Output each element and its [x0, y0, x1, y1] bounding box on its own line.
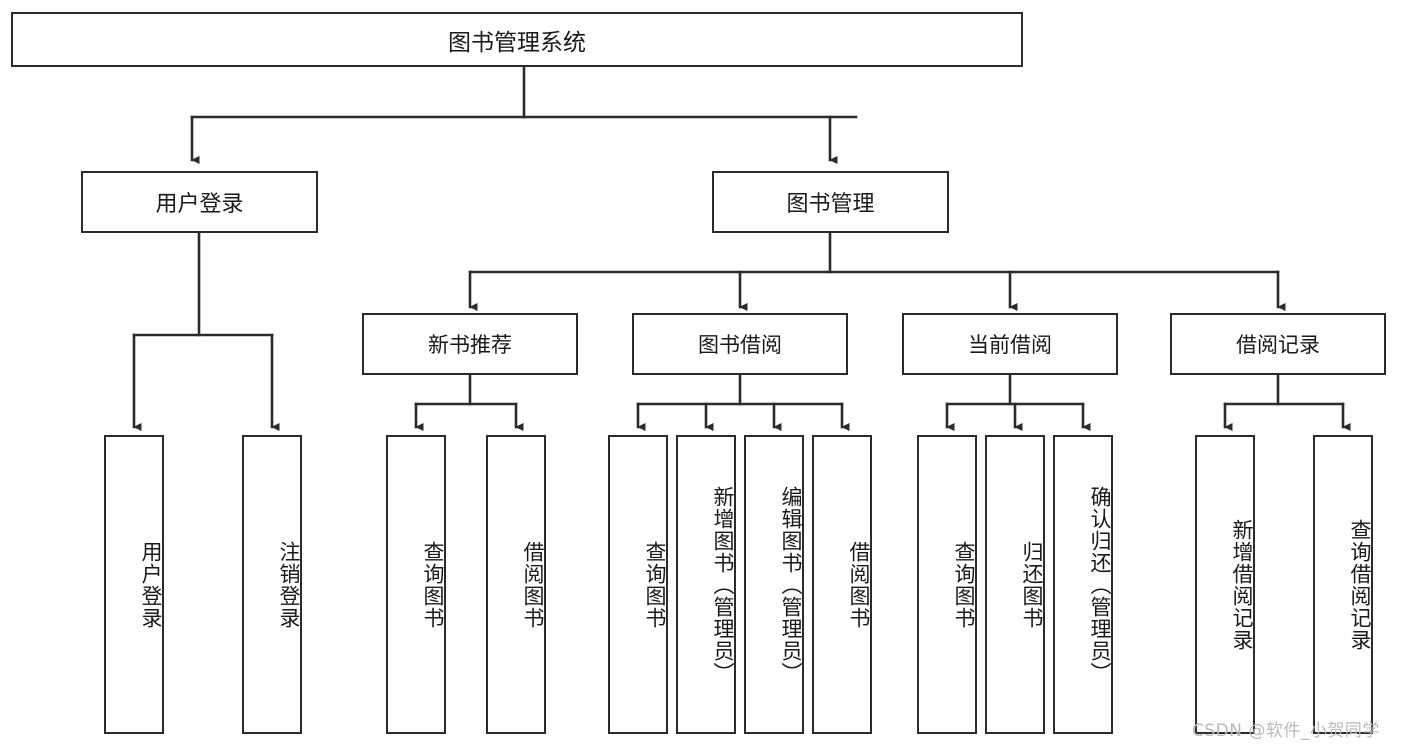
node-user-login[interactable]: 用户登录 [81, 171, 318, 233]
leaf-borrow-book-1-label: 借阅图书 [521, 540, 545, 629]
leaf-borrow-book-2[interactable]: 借阅图书 [812, 435, 872, 734]
leaf-borrow-book-2-label: 借阅图书 [847, 540, 871, 629]
leaf-return-book[interactable]: 归还图书 [985, 435, 1045, 734]
leaf-query-record-label: 查询借阅记录 [1348, 518, 1372, 651]
leaf-confirm-return-label: 确认归还（管理员） [1088, 485, 1112, 684]
leaf-user-login[interactable]: 用户登录 [104, 435, 164, 734]
node-borrow-record-label: 借阅记录 [1236, 333, 1320, 357]
node-current-borrow[interactable]: 当前借阅 [902, 313, 1118, 375]
leaf-query-book-3-label: 查询图书 [952, 540, 976, 629]
leaf-query-book-1[interactable]: 查询图书 [386, 435, 446, 734]
node-new-book-recommend-label: 新书推荐 [428, 333, 512, 357]
leaf-add-record[interactable]: 新增借阅记录 [1195, 435, 1255, 734]
node-borrow-record[interactable]: 借阅记录 [1170, 313, 1386, 375]
leaf-add-book[interactable]: 新增图书（管理员） [676, 435, 736, 734]
leaf-confirm-return[interactable]: 确认归还（管理员） [1053, 435, 1113, 734]
node-book-manage[interactable]: 图书管理 [712, 171, 949, 233]
node-root-label: 图书管理系统 [448, 29, 586, 56]
leaf-edit-book-label: 编辑图书（管理员） [779, 485, 803, 684]
node-new-book-recommend[interactable]: 新书推荐 [362, 313, 578, 375]
leaf-add-record-label: 新增借阅记录 [1230, 518, 1254, 651]
leaf-query-book-1-label: 查询图书 [421, 540, 445, 629]
leaf-query-book-2[interactable]: 查询图书 [608, 435, 668, 734]
csdn-watermark: CSDN @软件_小贺同学 [1192, 721, 1380, 741]
leaf-query-book-2-label: 查询图书 [643, 540, 667, 629]
node-book-borrow-label: 图书借阅 [698, 333, 782, 357]
leaf-user-login-label: 用户登录 [139, 540, 163, 629]
leaf-query-book-3[interactable]: 查询图书 [917, 435, 977, 734]
node-root[interactable]: 图书管理系统 [11, 12, 1023, 67]
leaf-borrow-book-1[interactable]: 借阅图书 [486, 435, 546, 734]
node-current-borrow-label: 当前借阅 [968, 333, 1052, 357]
leaf-return-book-label: 归还图书 [1020, 540, 1044, 629]
leaf-query-record[interactable]: 查询借阅记录 [1313, 435, 1373, 734]
node-book-manage-label: 图书管理 [786, 192, 875, 217]
leaf-add-book-label: 新增图书（管理员） [711, 485, 735, 684]
node-user-login-label: 用户登录 [155, 192, 244, 217]
leaf-user-logout-label: 注销登录 [277, 540, 301, 629]
leaf-user-logout[interactable]: 注销登录 [242, 435, 302, 734]
leaf-edit-book[interactable]: 编辑图书（管理员） [744, 435, 804, 734]
node-book-borrow[interactable]: 图书借阅 [632, 313, 848, 375]
